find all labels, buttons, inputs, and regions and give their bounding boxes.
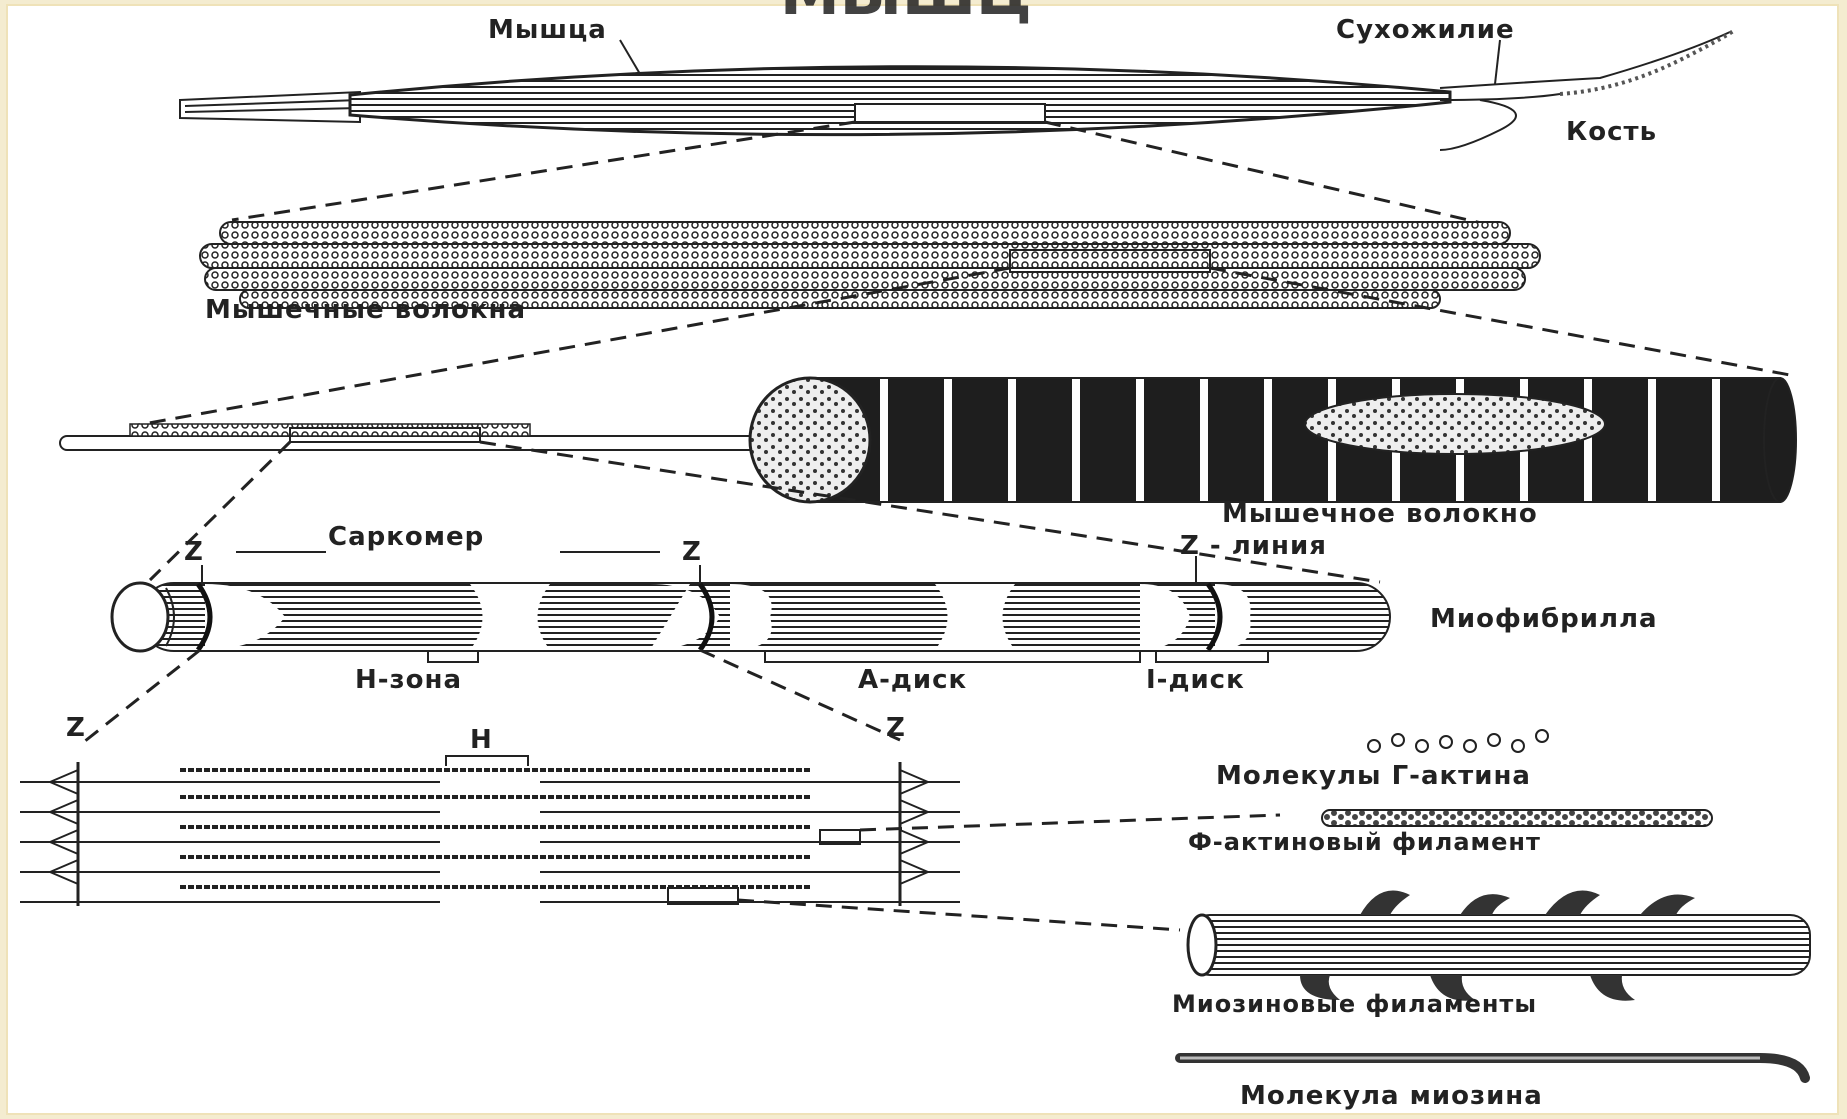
label-bone: Кость	[1566, 117, 1657, 147]
label-myosin-filaments: Миозиновые филаменты	[1172, 990, 1537, 1018]
muscle-fiber-illustration	[60, 378, 1796, 502]
label-z-left: Z	[184, 537, 204, 567]
label-f-actin: Ф-актиновый филамент	[1188, 828, 1541, 856]
label-z-mid: Z	[682, 537, 702, 567]
g-actin-molecules	[1368, 730, 1548, 752]
label-z-fil-right: Z	[886, 713, 906, 743]
f-actin-filament	[1322, 810, 1712, 826]
muscle-illustration	[180, 30, 1735, 150]
label-z-line: Z - линия	[1180, 531, 1327, 561]
label-g-actin: Молекулы Г-актина	[1216, 761, 1531, 791]
myosin-filament-illustration	[1188, 891, 1810, 1001]
myosin-molecule-illustration	[1180, 1058, 1805, 1078]
label-muscle: Мышца	[488, 15, 607, 45]
label-z-fil-left: Z	[66, 713, 86, 743]
label-sarcomere: Саркомер	[328, 522, 484, 552]
label-a-disc: А-диск	[858, 665, 967, 695]
slide-title: МЫШЦ	[780, 0, 1032, 29]
label-h-zone: Н-зона	[355, 665, 462, 695]
sarcomere-filaments	[20, 756, 1280, 930]
myofibril-illustration	[112, 552, 1390, 662]
label-tendon: Сухожилие	[1336, 15, 1515, 45]
label-myofibril: Миофибрилла	[1430, 604, 1658, 634]
label-myosin-molecule: Молекула миозина	[1240, 1081, 1543, 1111]
label-h-fil: Н	[470, 725, 493, 755]
label-i-disc: I-диск	[1146, 665, 1245, 695]
label-muscle-fiber: Мышечное волокно	[1222, 499, 1538, 529]
label-muscle-fibers: Мышечные волокна	[205, 295, 526, 325]
